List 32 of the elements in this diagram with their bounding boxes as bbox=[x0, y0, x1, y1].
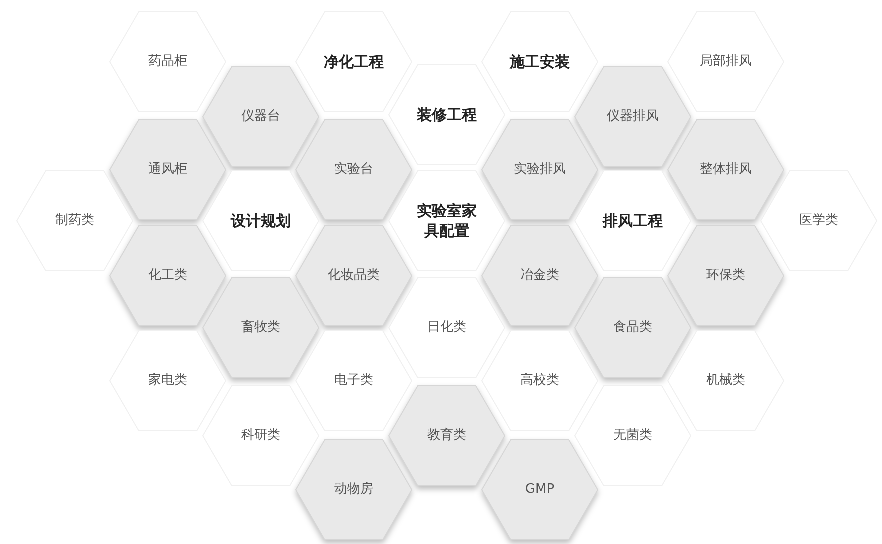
hexagon-label: 制药类 bbox=[56, 212, 94, 230]
hexagon-label: 净化工程 bbox=[324, 52, 384, 72]
hexagon-label: 实验台 bbox=[334, 161, 374, 179]
hexagon-label: 设计规划 bbox=[231, 210, 291, 232]
hexagon-label: 仪器排风 bbox=[607, 108, 659, 126]
hexagon-label: 动物房 bbox=[334, 481, 374, 499]
hexagon-label: 机械类 bbox=[706, 372, 746, 390]
hexagon-label: 高校类 bbox=[520, 372, 560, 390]
hexagon-label: 畜牧类 bbox=[242, 319, 280, 337]
hexagon-label: 化妆品类 bbox=[328, 267, 380, 285]
hexagon-label: 环保类 bbox=[706, 267, 746, 285]
hexagon-label: 日化类 bbox=[428, 319, 466, 337]
hexagon-label: 通风柜 bbox=[148, 161, 188, 179]
hexagon-label: 化工类 bbox=[148, 267, 188, 285]
hexagon-label: 整体排风 bbox=[700, 161, 752, 179]
hexagon-label: 家电类 bbox=[148, 372, 188, 390]
hexagon-label: 食品类 bbox=[614, 319, 652, 337]
hexagon-label: 医学类 bbox=[800, 212, 838, 230]
hexagon-label: 科研类 bbox=[242, 427, 280, 445]
hexagon-label: 实验排风 bbox=[514, 161, 566, 179]
hexagon-label: 冶金类 bbox=[520, 267, 560, 285]
hexagon-label: 实验室家具配置 bbox=[417, 200, 477, 242]
hexagon-label: 施工安装 bbox=[510, 52, 570, 72]
hexagon-label: 药品柜 bbox=[148, 53, 188, 71]
hexagon-label: 教育类 bbox=[428, 427, 466, 445]
hexagon-label: GMP bbox=[525, 481, 555, 499]
hexagon-label: 排风工程 bbox=[603, 210, 663, 232]
hexagon-label: 仪器台 bbox=[242, 108, 280, 126]
hexagon-label: 电子类 bbox=[334, 372, 374, 390]
hexagon-label: 局部排风 bbox=[700, 53, 752, 71]
hexagon-label: 无菌类 bbox=[614, 427, 652, 445]
hexagon-label: 装修工程 bbox=[417, 104, 477, 126]
